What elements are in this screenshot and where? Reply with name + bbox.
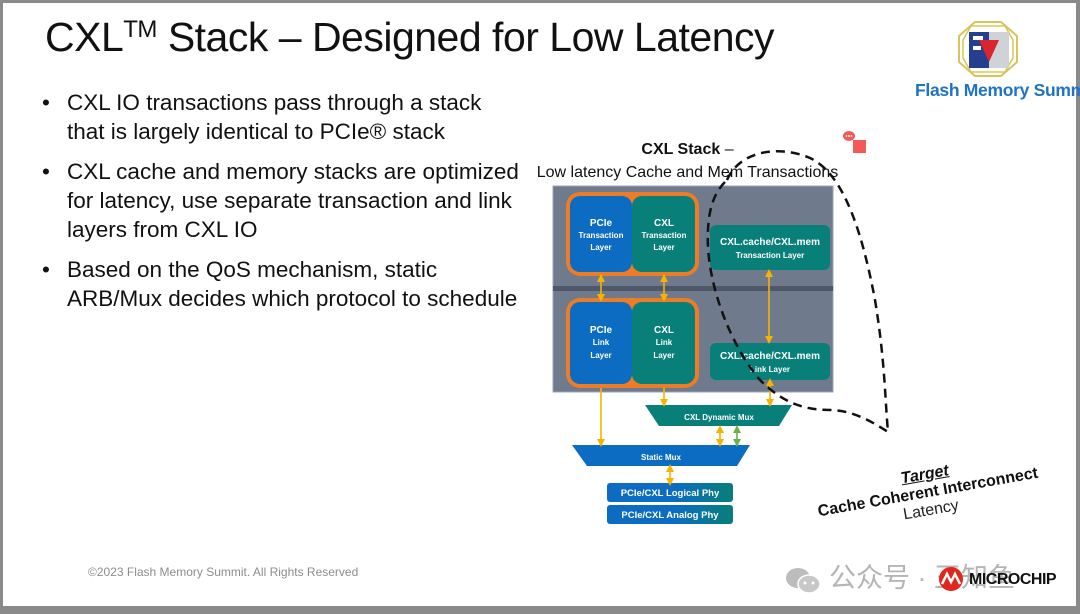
bullet-dot: •: [42, 90, 50, 115]
pcie-transaction-layer: [570, 196, 632, 272]
slide: [3, 3, 1076, 606]
watermark: 公众号 · 王知鱼: [783, 556, 1015, 595]
pcie-transaction-line3: Layer: [590, 243, 611, 252]
cxl-cachemem-link-layer: [710, 343, 830, 380]
bullet-list: • CXL IO transactions pass through a stac…: [40, 88, 520, 324]
title-trademark: TM: [123, 16, 157, 43]
footer-copyright: ©2023 Flash Memory Summit. All Rights Re…: [88, 565, 359, 579]
pcie-link-line3: Layer: [590, 351, 611, 360]
bullet-dot: •: [42, 257, 50, 282]
cxl-cachemem-transaction-layer: [710, 225, 830, 270]
cxl-transaction-layer: [632, 196, 695, 272]
title-cxl: CXL: [45, 14, 124, 60]
microchip-emblem-icon: [939, 567, 963, 591]
pcie-link-layer: [570, 302, 632, 384]
dynamic-mux-label: CXL Dynamic Mux: [684, 413, 754, 422]
cxl-transaction-line1: CXL: [654, 218, 674, 229]
wechat-icon: [786, 567, 821, 594]
cxl-transaction-line2: Transaction: [642, 231, 687, 240]
microchip-logo-text: MICROCHIP: [969, 571, 1057, 588]
cxl-dynamic-mux: [645, 405, 792, 426]
fms-logo-text: Flash Memory Summit: [915, 80, 1080, 100]
static-mux-label: Static Mux: [641, 453, 682, 462]
static-mux: [572, 445, 750, 466]
bullet-text: Based on the QoS mechanism, static ARB/M…: [67, 257, 518, 311]
analog-phy-label: PCIe/CXL Analog Phy: [621, 510, 719, 521]
watermark-text: 公众号 · 王知鱼: [829, 563, 1015, 593]
cxl-link-line2: Link: [656, 338, 673, 347]
cxl-link-line3: Layer: [653, 351, 674, 360]
fms-emblem-icon: [958, 21, 1018, 77]
latency-dashed-outline: [706, 150, 890, 435]
cachemem-transaction-line1: CXL.cache/CXL.mem: [720, 237, 820, 248]
stack-subtitle: Low latency Cache and Mem Transactions: [536, 164, 839, 181]
panel-divider: [553, 286, 833, 291]
bullet-item: • CXL IO transactions pass through a stac…: [40, 88, 520, 146]
title-rest: Stack – Designed for Low Latency: [156, 14, 775, 60]
pcie-transaction-line1: PCIe: [590, 218, 613, 229]
comment-icon[interactable]: [842, 130, 872, 156]
stack-title-bold: CXL Stack: [641, 141, 721, 158]
bullet-item: • CXL cache and memory stacks are optimiz…: [40, 157, 520, 244]
stack-title: CXL Stack – Low latency Cache and Mem Tr…: [520, 138, 855, 184]
pcie-link-line1: PCIe: [590, 325, 613, 336]
bullet-item: • Based on the QoS mechanism, static ARB/…: [40, 255, 520, 313]
logical-phy: [607, 483, 733, 502]
cxl-transaction-line3: Layer: [653, 243, 674, 252]
analog-phy: [607, 505, 733, 524]
bullet-text: CXL cache and memory stacks are optimize…: [67, 159, 519, 242]
slide-title: CXLTM Stack – Designed for Low Latency: [45, 14, 775, 61]
cxl-link-layer: [632, 302, 695, 384]
bullet-text: CXL IO transactions pass through a stack…: [67, 90, 482, 144]
cachemem-link-line2: Link Layer: [750, 365, 790, 374]
logical-phy-label: PCIe/CXL Logical Phy: [621, 488, 720, 499]
cxl-link-line1: CXL: [654, 325, 674, 336]
stack-title-dash: –: [720, 141, 734, 158]
flash-memory-summit-logo: Flash Memory Summit: [913, 18, 1080, 103]
pcie-transaction-line2: Transaction: [579, 231, 624, 240]
cachemem-link-line1: CXL.cache/CXL.mem: [720, 351, 820, 362]
bullet-dot: •: [42, 159, 50, 184]
microchip-logo: MICROCHIP: [937, 566, 1057, 592]
pcie-link-line2: Link: [593, 338, 610, 347]
cachemem-transaction-line2: Transaction Layer: [736, 251, 804, 260]
